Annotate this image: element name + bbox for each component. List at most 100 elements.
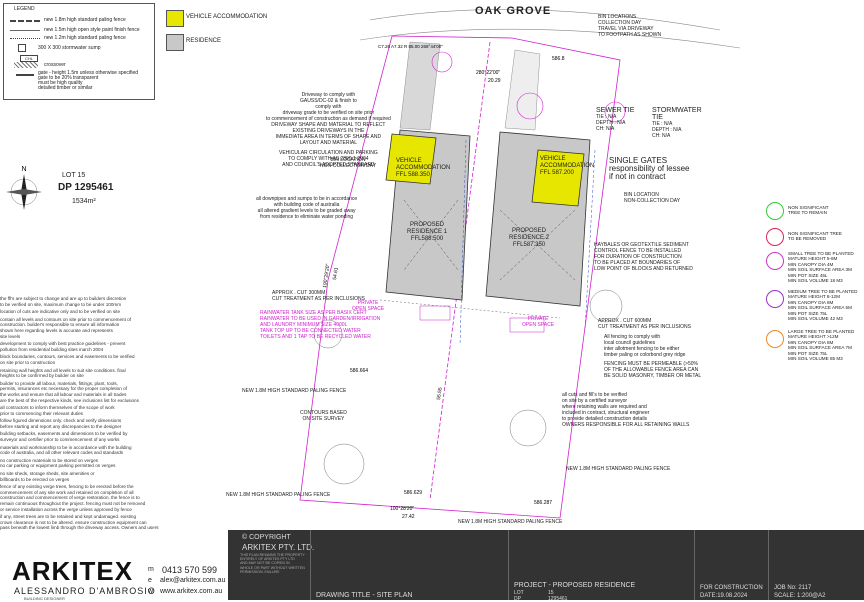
legend-item: new 1.5m high open style paint finish fe…: [44, 27, 140, 33]
dim-left-arc: C7.26 A7.32 R 85.00 268°44'00": [378, 44, 443, 49]
general-note-line: building setbacks, easements and dimensi…: [0, 431, 128, 437]
general-note-line: permits, insurances etc necessary for th…: [0, 386, 127, 392]
tree-legend-text: MIN SOIL SURFACE AREA 3M: [788, 267, 852, 273]
general-note-line: builder to provide all labour, materials…: [0, 380, 118, 386]
general-note-line: commencement of any site work and retain…: [0, 489, 134, 495]
chl-icon: CHL: [20, 55, 38, 62]
tree-removed-icon: [604, 101, 626, 123]
sump-icon: [18, 44, 26, 52]
tree-legend-text: MIN POT SIZE 75L: [788, 310, 828, 316]
street-name: OAK GROVE: [475, 5, 552, 17]
general-note-line: prior to commencing their relevant dutie…: [0, 410, 83, 416]
driveway-right: [504, 49, 541, 131]
tree-legend-text: MATURE HEIGHT >12M: [788, 334, 839, 340]
general-note-line: site levels: [0, 333, 21, 339]
general-note-line: no car parking or equipment parking perm…: [0, 463, 116, 469]
general-note-line: billboards to be erected on verges: [0, 476, 70, 482]
general-note-line: or service installation across the verge…: [0, 506, 132, 512]
tree-removed-icon: [516, 92, 544, 120]
tree-legend-text: MIN POT SIZE 45L: [788, 272, 828, 278]
tree-legend-text: MIN SOIL SURFACE AREA 7M: [788, 345, 852, 351]
general-note-line: development to comply with best practice…: [0, 341, 126, 347]
brand-logo: ARKITEX: [12, 556, 134, 586]
title-block-brand-area: ARKITEX ALESSANDRO D'AMBROSIO BUILDING D…: [0, 530, 228, 601]
tree-legend-text: MIN SOIL VOLUME 18 M3: [788, 278, 843, 284]
tree-legend-text: MEDIUM TREE TO BE PLANTED: [788, 289, 858, 294]
general-note-line: remain continuous throughout the project…: [0, 501, 146, 506]
general-note-line: contain all levels and contours on site …: [0, 316, 131, 322]
legend-item: gate to be 20% transparent: [38, 75, 99, 81]
general-note-line: all contractors to inform themselves of …: [0, 405, 115, 411]
residence-swatch: [166, 34, 184, 51]
email-address[interactable]: alex@arkitex.com.au: [160, 577, 226, 584]
fence-label-left-low: NEW 1.8M HIGH STANDARD PALING FENCE: [226, 492, 331, 498]
crossover-hatch-icon: [14, 62, 38, 68]
tree-symbol-icon: [766, 290, 784, 308]
residence-key-label: RESIDENCE: [186, 38, 222, 44]
tree-legend-text: MIN CANOPY DIA 8M: [788, 339, 834, 345]
general-note-line: before starting and report any discrepan…: [0, 423, 122, 429]
general-note-line: crown clearance is not to be altered. en…: [0, 519, 147, 525]
tree-legend-text: MATURE HEIGHT 8-12M: [788, 294, 840, 300]
rainwater-tank-left: [419, 305, 451, 321]
res1-vehicle-label: VEHICLE ACCOMMODATION FFL 588.350: [396, 158, 451, 178]
project-title: PROJECT - PROPOSED RESIDENCE: [514, 582, 636, 589]
drawing-status: FOR CONSTRUCTION: [700, 585, 763, 591]
tree-legend-text: MIN CANOPY DIA 8M: [788, 299, 834, 305]
dim-left-bearing: 190°29'20": [322, 263, 331, 288]
res2-vehicle-label: VEHICLE ACCOMMODATION FFL 587.200: [540, 156, 595, 176]
general-note-line: no construction materials to be stored o…: [0, 457, 99, 463]
sewer-tie: SEWER TIE TIE : N/A DEPTH : N/A CH: N/A: [596, 107, 635, 132]
level-b: 586.629: [404, 490, 422, 496]
general-note-line: shown here regarding levels is accurate …: [0, 327, 113, 333]
general-note-line: pass beneath the lowest limb through the…: [0, 525, 159, 531]
downpipes-note: all downpipes and sumps to be in accorda…: [256, 196, 358, 220]
fence-label-bottom: NEW 1.8M HIGH STANDARD PALING FENCE: [458, 519, 563, 525]
web-label: w: [148, 588, 154, 595]
fence-line-swatch: [10, 20, 40, 22]
general-note-line: to be verified on site, maximum change t…: [0, 301, 122, 307]
dim-bottom-length: 27.42: [402, 514, 415, 520]
residence-1-garage: [385, 133, 437, 185]
tree-legend-text: LARGE TREE TO BE PLANTED: [788, 329, 855, 334]
tree-planted-icon: [313, 319, 343, 349]
legend-item: crossover: [44, 62, 66, 68]
tree-legend-text: TO BE REMOVED: [788, 236, 827, 242]
legend-panel: LEGEND new 1.8m high standard paling fen…: [3, 3, 155, 100]
legend-item: new 1.8m high standard paling fence: [44, 17, 126, 23]
designer-name: ALESSANDRO D'AMBROSIO: [14, 586, 156, 596]
dim-top-bearing: 280°22'00": [476, 70, 500, 76]
tree-planted-icon: [509, 409, 547, 447]
drawing-date: DATE:19.08.2024: [700, 593, 748, 599]
driveway-left: [399, 41, 441, 131]
vehicle-accommodation-swatch: [166, 10, 184, 27]
fence-label-right-mid: NEW 1.8M HIGH STANDARD PALING FENCE: [566, 466, 671, 472]
fence-line-swatch: [10, 30, 40, 31]
legend-item: must be high quality: [38, 80, 83, 86]
lot-value: 15: [548, 590, 554, 596]
web-address[interactable]: www.arkitex.com.au: [160, 588, 223, 595]
res2-label: PROPOSED RESIDENCE 2 FFL587.350: [508, 228, 549, 248]
legend-item: 300 X 300 stormwater sump: [38, 45, 101, 51]
tree-legend-text: MIN CANOPY DIA 4M: [788, 261, 834, 267]
lot-area: 1534m²: [72, 198, 96, 205]
lot-label: LOT: [514, 590, 524, 596]
residence-2-garage: [531, 149, 585, 207]
tree-symbol-icon: [766, 252, 784, 270]
drawing-scale: SCALE: 1:200@A2: [774, 593, 826, 599]
general-note-line: pollution from residential building site…: [0, 346, 104, 352]
dp-value: 1295461: [548, 596, 568, 602]
tree-legend-text: TREE TO REMAIN: [788, 210, 827, 216]
tree-legend-text: MIN SOIL VOLUME 42 M3: [788, 316, 843, 322]
